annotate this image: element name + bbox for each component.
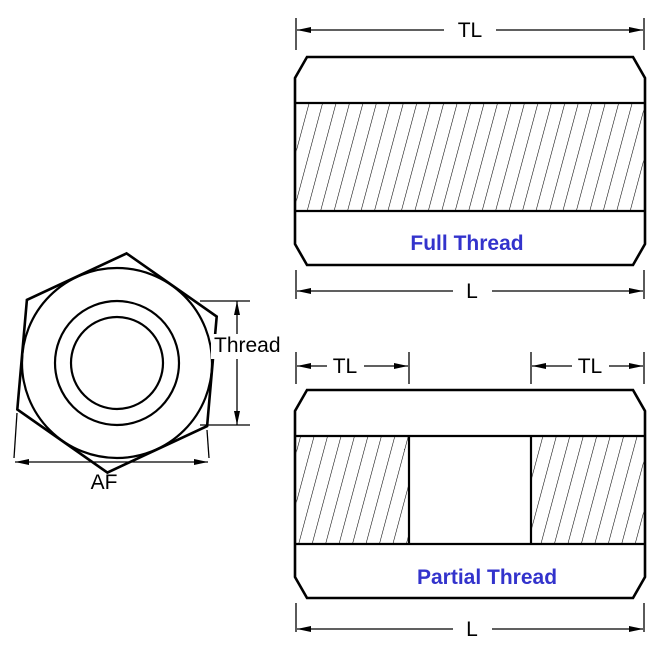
label-backing bbox=[211, 334, 297, 359]
thread-dimension: Thread bbox=[200, 300, 297, 426]
l-dimension-full: L bbox=[295, 270, 645, 303]
partial-thread-view: TL TL Partial Thread L bbox=[293, 352, 647, 641]
thread-hatch-left bbox=[296, 437, 409, 543]
thread-outer-circle bbox=[53, 299, 181, 427]
tl-right-label: TL bbox=[578, 355, 603, 378]
thread-dimension-label: Thread bbox=[214, 334, 281, 357]
thread-hatch-right bbox=[531, 437, 644, 543]
tl-dimension-full: TL bbox=[295, 18, 645, 50]
af-dimension: AF bbox=[13, 412, 210, 494]
thread-inner-circle bbox=[69, 315, 165, 411]
tl-dimension-right: TL bbox=[530, 352, 645, 384]
hex-outline bbox=[15, 251, 219, 475]
af-dimension-label: AF bbox=[91, 471, 118, 494]
l-dimension-partial: L bbox=[295, 603, 645, 641]
thread-hatch bbox=[296, 104, 644, 210]
tl-left-label: TL bbox=[333, 355, 358, 378]
full-thread-view: TL Full Thread L bbox=[293, 18, 647, 303]
hex-end-view: Thread AF bbox=[13, 251, 297, 494]
tl-dimension-left: TL bbox=[295, 352, 410, 384]
full-thread-title: Full Thread bbox=[410, 232, 523, 255]
l-dimension-label: L bbox=[466, 618, 478, 641]
tl-dimension-label: TL bbox=[458, 19, 483, 42]
partial-thread-title: Partial Thread bbox=[417, 566, 557, 589]
l-dimension-label: L bbox=[466, 280, 478, 303]
across-flats-circle bbox=[20, 266, 214, 460]
